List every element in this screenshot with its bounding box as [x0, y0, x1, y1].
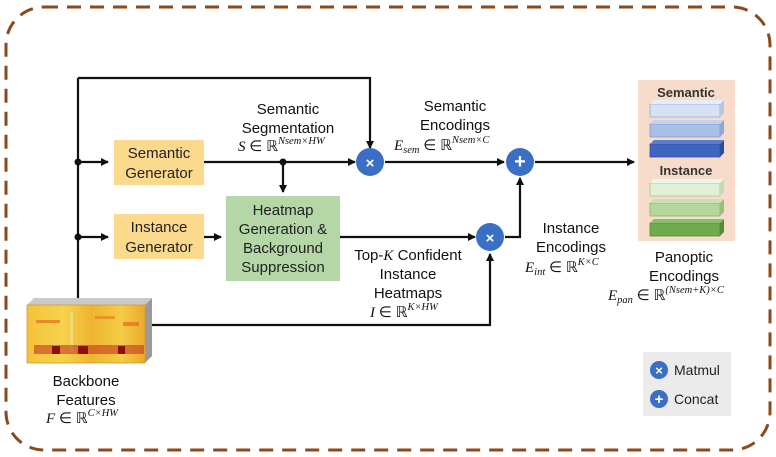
panoptic-label-2: Encodings: [649, 268, 719, 285]
semantic-generator-label-1: Semantic: [128, 145, 191, 162]
semantic-encodings-math: Esem ∈ ℝNsem×C: [393, 135, 490, 156]
heatmap-box: [226, 196, 340, 281]
semantic-encodings-label-2: Encodings: [420, 117, 490, 134]
svg-text:×: ×: [655, 363, 663, 378]
semantic-matmul-operator: ×: [356, 148, 384, 176]
instance-encodings-math: Eint ∈ ℝK×C: [524, 257, 600, 278]
svg-text:×: ×: [486, 230, 495, 247]
connections: [76, 76, 635, 327]
semantic-encoding-bar: [649, 100, 724, 118]
backbone-feature-map: [26, 298, 152, 364]
instance-matmul-operator: ×: [476, 223, 504, 251]
topk-label-1: Top-K Confident: [354, 247, 462, 264]
svg-text:+: +: [514, 151, 526, 173]
junction-dot: [74, 233, 82, 241]
legend-concat-icon: +: [650, 390, 668, 408]
topk-label-3: Heatmaps: [374, 285, 442, 302]
instance-generator-label-1: Instance: [131, 219, 188, 236]
backbone-label-1: Backbone: [53, 373, 120, 390]
concat-operator: +: [506, 148, 534, 176]
heatmap-label-1: Heatmap: [253, 202, 314, 219]
instance-encodings-label-2: Encodings: [536, 239, 606, 256]
semantic-segmentation-label-1: Semantic: [257, 101, 320, 118]
svg-text:×: ×: [366, 155, 375, 172]
panoptic-instance-header: Instance: [660, 163, 713, 178]
svg-text:+: +: [655, 391, 664, 408]
legend-matmul-label: Matmul: [674, 362, 720, 378]
instance-generator-label-2: Generator: [125, 239, 193, 256]
instance-encodings-label-1: Instance: [543, 220, 600, 237]
instance-generator-box: [114, 214, 204, 259]
instance-encoding-bar: [649, 219, 724, 237]
legend-concat-label: Concat: [674, 391, 718, 407]
heatmap-label-2: Generation &: [239, 221, 327, 238]
topk-math: I ∈ ℝK×HW: [369, 302, 439, 321]
panoptic-label-1: Panoptic: [655, 249, 714, 266]
heatmap-label-3: Background: [243, 240, 323, 257]
panoptic-math: Epan ∈ ℝ(Nsem+K)×C: [607, 285, 725, 306]
instance-encoding-bar: [649, 179, 724, 197]
backbone-label-2: Features: [56, 392, 115, 409]
semantic-segmentation-math: S ∈ ℝNsem×HW: [238, 136, 326, 155]
backbone-math: F ∈ ℝC×HW: [45, 408, 119, 427]
semantic-encoding-bar: [649, 140, 724, 158]
outer-border: [4, 5, 772, 452]
heatmap-label-4: Suppression: [241, 259, 324, 276]
semantic-generator-label-2: Generator: [125, 165, 193, 182]
semantic-segmentation-label-2: Segmentation: [242, 120, 335, 137]
junction-dot: [279, 158, 287, 166]
instance-encoding-bar: [649, 199, 724, 217]
topk-label-2: Instance: [380, 266, 437, 283]
semantic-encoding-bar: [649, 120, 724, 138]
legend-matmul-icon: ×: [650, 361, 668, 379]
semantic-encodings-label-1: Semantic: [424, 98, 487, 115]
panoptic-semantic-header: Semantic: [657, 85, 715, 100]
junction-dot: [74, 158, 82, 166]
semantic-generator-box: [114, 140, 204, 185]
